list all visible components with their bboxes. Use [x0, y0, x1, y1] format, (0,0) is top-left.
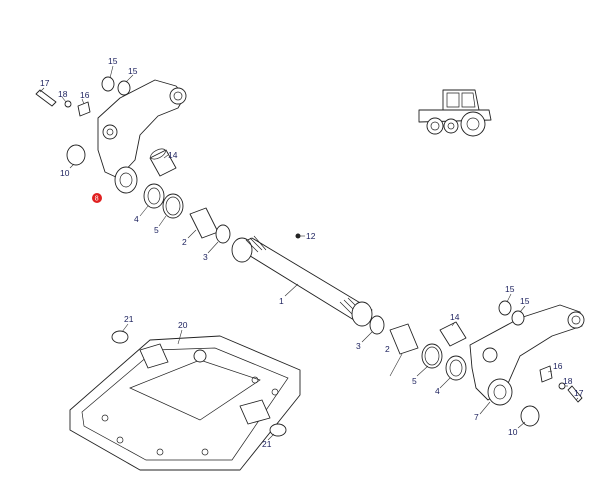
circlip-upper: [66, 144, 86, 166]
callout-5: 5: [154, 225, 159, 235]
bolt-upper: [35, 89, 57, 107]
housing: [69, 335, 301, 471]
callout-15: 15: [108, 56, 118, 66]
washer-15c: [498, 300, 512, 316]
callout-7: 7: [474, 412, 479, 422]
bushing-2-left: [189, 207, 219, 239]
highlight-callout-8: 8: [92, 193, 102, 203]
tractor-icon: [418, 89, 492, 137]
callout-1: 1: [279, 296, 284, 306]
lift-arm-left: [97, 79, 187, 194]
callout-18: 18: [58, 89, 68, 99]
callout-labels: 17 18 16 15 15 14 10 4 5 2 3 12 1 3 2 5 …: [40, 56, 584, 449]
washer-15d: [511, 310, 525, 326]
callout-10: 10: [60, 168, 70, 178]
bushing-2-right: [389, 323, 419, 355]
callout-21: 21: [262, 439, 272, 449]
highlight-callout-8-text: 8: [95, 196, 99, 203]
callout-10: 10: [508, 427, 518, 437]
callout-17: 17: [574, 388, 584, 398]
callout-3: 3: [356, 341, 361, 351]
leader-lines: [39, 65, 579, 441]
bolt-lower: [567, 385, 583, 403]
callout-16: 16: [553, 361, 563, 371]
callout-12: 12: [306, 231, 316, 241]
callout-4: 4: [134, 214, 139, 224]
callout-15: 15: [520, 296, 530, 306]
callout-15: 15: [128, 66, 138, 76]
pin-lower: [439, 321, 467, 347]
callout-2: 2: [182, 237, 187, 247]
seal-ring-21-lower: [269, 423, 287, 437]
washer-upper: [64, 100, 72, 108]
callout-5: 5: [412, 376, 417, 386]
callout-18: 18: [563, 376, 573, 386]
callout-4: 4: [435, 386, 440, 396]
washer-15b: [117, 80, 131, 96]
callout-16: 16: [80, 90, 90, 100]
callout-14: 14: [450, 312, 460, 322]
lock-clip-lower: [539, 365, 553, 383]
seal-ring-21-upper: [111, 330, 129, 344]
callout-3: 3: [203, 252, 208, 262]
callout-21: 21: [124, 314, 134, 324]
washer-15a: [101, 76, 115, 92]
oring-3-left: [215, 224, 231, 244]
lock-clip-upper: [77, 101, 91, 117]
cross-shaft: [231, 235, 373, 327]
seal-4-left: [143, 183, 165, 209]
seal-4-right: [445, 355, 467, 381]
pin-upper: [149, 148, 177, 177]
callout-14: 14: [168, 150, 178, 160]
callout-20: 20: [178, 320, 188, 330]
callout-17: 17: [40, 78, 50, 88]
circlip-lower: [520, 405, 540, 427]
oring-3-right: [369, 315, 385, 335]
callout-15: 15: [505, 284, 515, 294]
callout-2: 2: [385, 344, 390, 354]
lift-arm-right: [469, 304, 585, 406]
